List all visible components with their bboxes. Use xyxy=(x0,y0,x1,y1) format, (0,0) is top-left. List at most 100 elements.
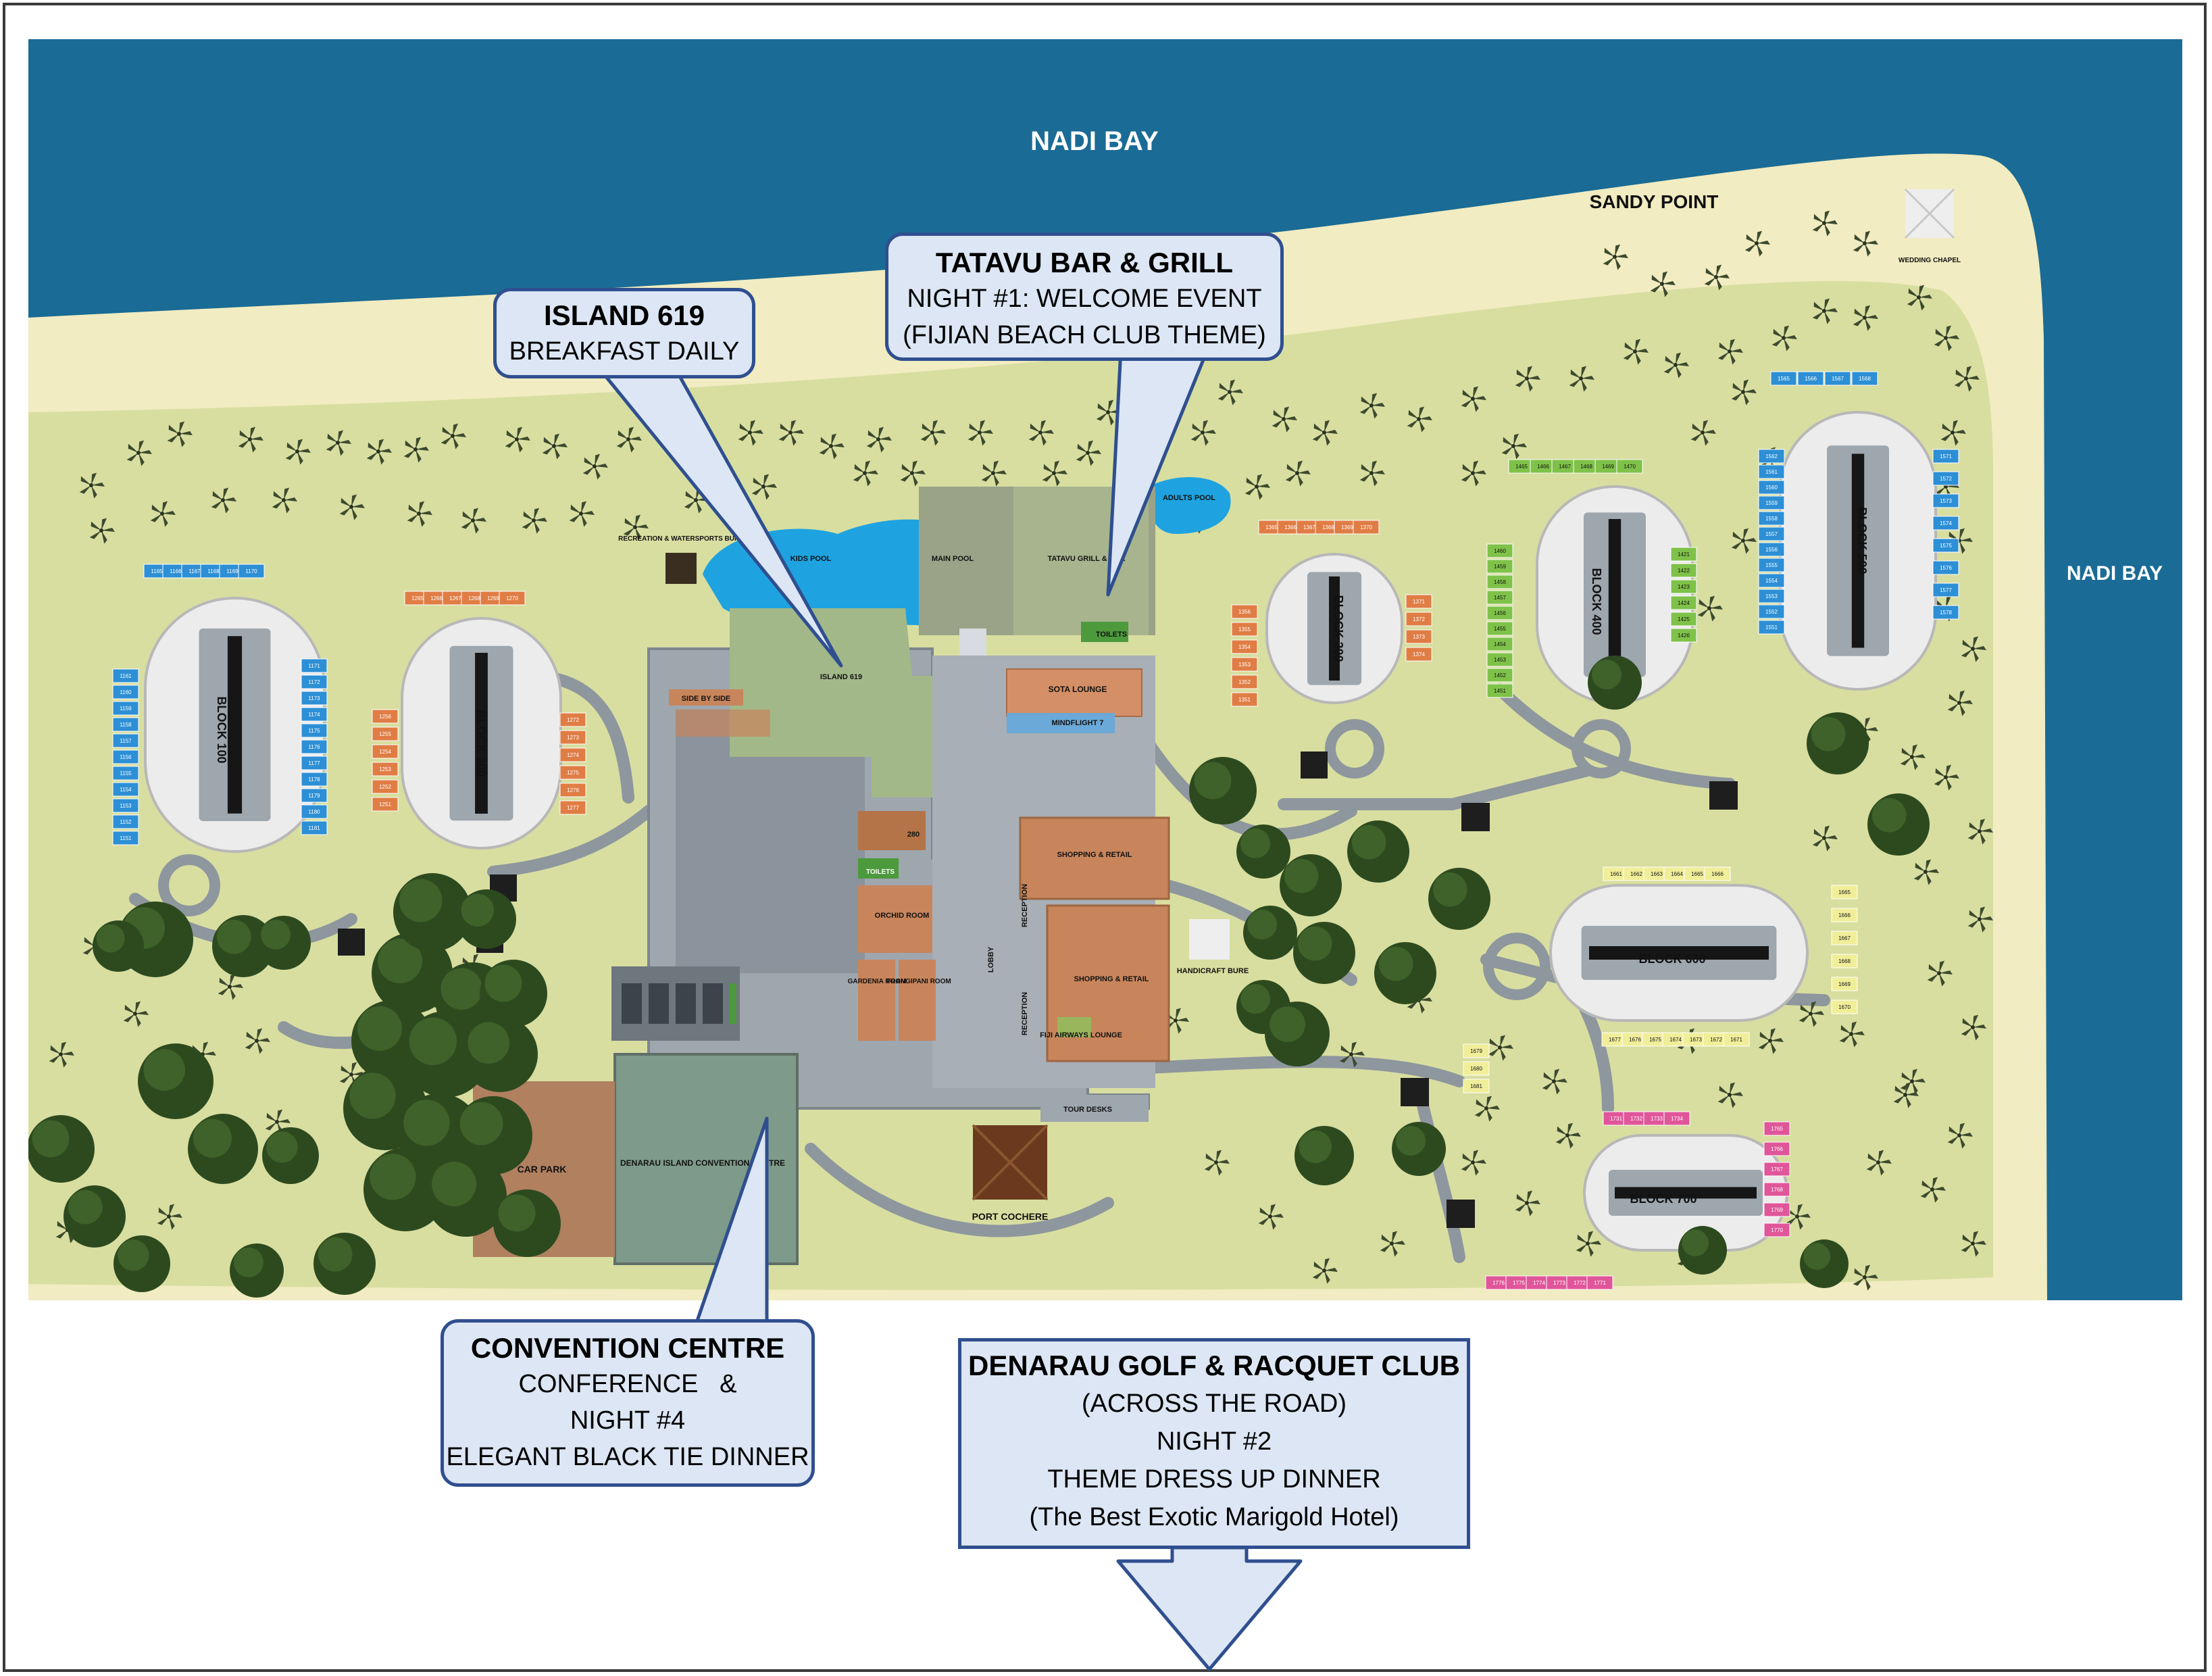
svg-text:1251: 1251 xyxy=(379,802,391,808)
svg-text:1771: 1771 xyxy=(1594,1280,1606,1286)
wedding-chapel-label: WEDDING CHAPEL xyxy=(1899,257,1961,264)
svg-text:1673: 1673 xyxy=(1690,1037,1702,1043)
svg-text:1425: 1425 xyxy=(1678,616,1690,622)
svg-text:1170: 1170 xyxy=(245,568,257,574)
svg-text:1676: 1676 xyxy=(1629,1037,1641,1043)
room-tag: 1665 xyxy=(1831,885,1858,899)
room-tag: 1731 xyxy=(1603,1111,1630,1126)
svg-text:1373: 1373 xyxy=(1413,634,1425,640)
svg-text:1351: 1351 xyxy=(1238,697,1251,703)
svg-text:1558: 1558 xyxy=(1765,516,1778,522)
lobby-label: LOBBY xyxy=(987,946,995,972)
room-tag: 1179 xyxy=(301,788,328,803)
svg-text:1156: 1156 xyxy=(120,754,132,760)
svg-text:1766: 1766 xyxy=(1771,1146,1783,1152)
room-tag: 1370 xyxy=(1353,520,1380,535)
room-tag: 1251 xyxy=(372,797,399,812)
room-tag: 1175 xyxy=(301,723,328,738)
room-tag: 1455 xyxy=(1486,621,1513,636)
room-tag: 1374 xyxy=(1405,647,1432,662)
callout-pointers xyxy=(603,335,1303,1671)
room-tag: 1560 xyxy=(1758,480,1785,495)
svg-text:1455: 1455 xyxy=(1494,626,1506,632)
svg-text:1166: 1166 xyxy=(170,568,182,574)
room-tag: 1181 xyxy=(301,820,328,835)
svg-text:1458: 1458 xyxy=(1494,579,1506,585)
room-tag: 1558 xyxy=(1758,511,1785,526)
svg-text:1666: 1666 xyxy=(1838,912,1851,918)
svg-text:1167: 1167 xyxy=(188,568,201,574)
main-pool-label: MAIN POOL xyxy=(932,555,974,563)
svg-text:1469: 1469 xyxy=(1602,464,1614,470)
svg-text:1457: 1457 xyxy=(1494,595,1506,601)
svg-text:1173: 1173 xyxy=(308,695,320,701)
roundabouts xyxy=(158,719,1631,1000)
room-tag: 1666 xyxy=(1831,908,1858,922)
room-tag: 1156 xyxy=(112,749,139,764)
svg-text:1665: 1665 xyxy=(1691,871,1703,877)
svg-text:1275: 1275 xyxy=(567,770,579,776)
island-619-callout: ISLAND 619 BREAKFAST DAILY xyxy=(493,288,755,378)
room-tag: 1668 xyxy=(1831,954,1858,968)
golf-club-callout: DENARAU GOLF & RACQUET CLUB (ACROSS THE … xyxy=(958,1338,1470,1549)
room-tag: 1766 xyxy=(1763,1141,1790,1156)
svg-text:1421: 1421 xyxy=(1678,551,1690,558)
room-tag: 1551 xyxy=(1758,620,1785,635)
tatavu-callout-line-1: NIGHT #1: WELCOME EVENT xyxy=(907,285,1262,313)
svg-text:1168: 1168 xyxy=(207,568,220,574)
room-tag: 1252 xyxy=(372,779,399,794)
svg-text:1459: 1459 xyxy=(1494,564,1506,570)
room-tag: 1152 xyxy=(112,814,139,829)
room-tag: 1679 xyxy=(1463,1043,1490,1058)
room-tag: 1253 xyxy=(372,762,399,777)
svg-text:1367: 1367 xyxy=(1303,524,1315,531)
map-labels: NADI BAY NADI BAY SANDY POINT WEDDING CH… xyxy=(518,126,2163,1222)
svg-text:1562: 1562 xyxy=(1765,453,1778,460)
svg-text:1574: 1574 xyxy=(1940,520,1952,526)
svg-text:1269: 1269 xyxy=(487,595,499,601)
svg-text:1551: 1551 xyxy=(1765,624,1778,631)
svg-text:1665: 1665 xyxy=(1838,889,1851,895)
room-tag: 1667 xyxy=(1831,931,1858,945)
nadi-bay-right-label: NADI BAY xyxy=(2067,562,2163,585)
room-tag: 1466 xyxy=(1530,459,1557,474)
svg-text:1572: 1572 xyxy=(1940,476,1952,482)
room-tag: 1255 xyxy=(372,726,399,741)
room-tag: 1576 xyxy=(1932,560,1959,575)
svg-text:1560: 1560 xyxy=(1765,485,1778,491)
room-tag: 1426 xyxy=(1670,628,1697,643)
room-tag: 1666 xyxy=(1704,866,1731,881)
svg-text:1176: 1176 xyxy=(308,744,320,750)
room-tag: 1158 xyxy=(112,717,139,732)
svg-text:1158: 1158 xyxy=(120,722,132,728)
convention-centre-label: DENARAU ISLAND CONVENTION CENTRE xyxy=(620,1158,785,1168)
sota-lounge-label: SOTA LOUNGE xyxy=(1049,685,1107,694)
svg-text:1266: 1266 xyxy=(430,595,443,601)
room-tag: 1425 xyxy=(1670,612,1697,626)
svg-text:1355: 1355 xyxy=(1238,626,1251,633)
room-tag: 1172 xyxy=(301,674,328,689)
room-tag: 1734 xyxy=(1663,1111,1690,1126)
svg-text:1556: 1556 xyxy=(1765,547,1778,553)
room-tag: 1157 xyxy=(112,733,139,748)
room-tag: 1153 xyxy=(112,798,139,813)
svg-text:1180: 1180 xyxy=(308,809,320,815)
svg-text:1422: 1422 xyxy=(1678,568,1690,574)
room-tag: 1565 xyxy=(1770,371,1797,386)
room-tag: 1562 xyxy=(1758,449,1785,464)
room-tag: 1277 xyxy=(559,800,586,815)
room-tag: 1373 xyxy=(1405,629,1432,644)
svg-text:1575: 1575 xyxy=(1940,543,1952,549)
room-tag: 1151 xyxy=(112,831,139,845)
svg-text:1666: 1666 xyxy=(1711,871,1724,877)
svg-text:1277: 1277 xyxy=(567,805,579,811)
main-resort-buildings xyxy=(338,188,1955,1265)
svg-text:1254: 1254 xyxy=(379,749,391,755)
convention-callout-line-2: NIGHT #4 xyxy=(570,1406,686,1435)
room-tag: 1354 xyxy=(1231,639,1258,654)
svg-text:1470: 1470 xyxy=(1624,464,1636,470)
main-toilets-label: TOILETS xyxy=(866,868,895,876)
room-tag: 1671 xyxy=(1723,1032,1750,1047)
svg-text:1765: 1765 xyxy=(1771,1126,1783,1132)
room-tag: 1681 xyxy=(1463,1079,1490,1093)
